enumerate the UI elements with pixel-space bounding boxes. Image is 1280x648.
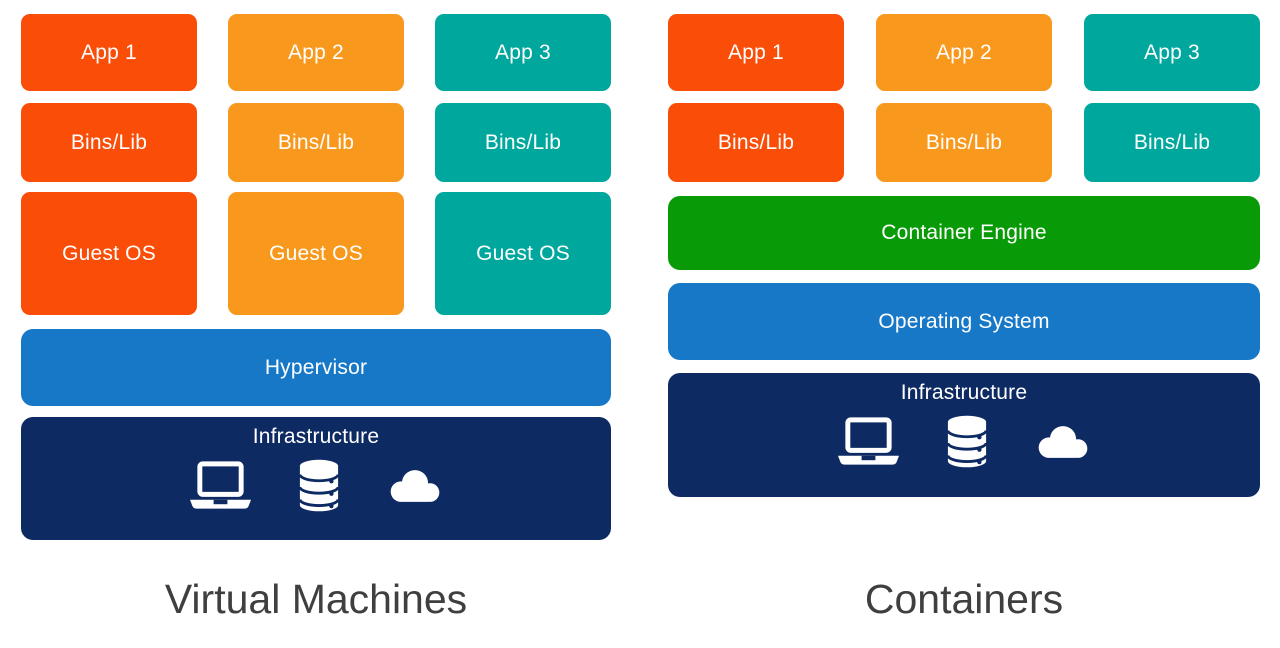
- ct-infrastructure-icons: [837, 414, 1092, 470]
- vm-bins3-label: Bins/Lib: [484, 130, 562, 154]
- vm-app-row: App 1 App 2 App 3: [21, 14, 611, 91]
- vm-infrastructure-icons: [189, 458, 444, 514]
- vm-guest2-block: Guest OS: [228, 192, 404, 315]
- ct-app3-label: App 3: [1144, 40, 1200, 64]
- vm-bins2-block: Bins/Lib: [228, 103, 404, 182]
- ct-bins2-label: Bins/Lib: [925, 130, 1003, 154]
- ct-bins1-block: Bins/Lib: [668, 103, 844, 182]
- ct-bins3-block: Bins/Lib: [1084, 103, 1260, 182]
- ct-infrastructure-bar: Infrastructure: [668, 373, 1260, 497]
- ct-bins-row: Bins/Lib Bins/Lib Bins/Lib: [668, 103, 1260, 182]
- ct-app-row: App 1 App 2 App 3: [668, 14, 1260, 91]
- vm-app3-label: App 3: [495, 40, 551, 64]
- vm-infrastructure-label: Infrastructure: [252, 425, 380, 448]
- operating-system-bar: Operating System: [668, 283, 1260, 360]
- vm-app1-block: App 1: [21, 14, 197, 91]
- cloud-icon: [1038, 426, 1087, 458]
- vm-app2-label: App 2: [288, 40, 344, 64]
- vm-guest-os-row: Guest OS Guest OS Guest OS: [21, 192, 611, 315]
- hypervisor-bar: Hypervisor: [21, 329, 611, 406]
- ct-bins3-label: Bins/Lib: [1133, 130, 1211, 154]
- ct-app3-block: App 3: [1084, 14, 1260, 91]
- vm-app3-block: App 3: [435, 14, 611, 91]
- container-engine-bar: Container Engine: [668, 196, 1260, 270]
- vm-guest3-label: Guest OS: [476, 241, 570, 265]
- vm-guest3-block: Guest OS: [435, 192, 611, 315]
- vm-guest1-label: Guest OS: [62, 241, 156, 265]
- database-icon: [297, 459, 340, 512]
- ct-bins2-block: Bins/Lib: [876, 103, 1052, 182]
- virtual-machines-panel: App 1 App 2 App 3 Bins/Lib Bins/Lib Bins…: [21, 14, 611, 540]
- ct-infrastructure-label: Infrastructure: [900, 381, 1028, 404]
- ct-app1-block: App 1: [668, 14, 844, 91]
- vm-bins1-block: Bins/Lib: [21, 103, 197, 182]
- laptop-icon: [837, 417, 899, 465]
- cloud-icon: [390, 470, 439, 502]
- vm-guest1-block: Guest OS: [21, 192, 197, 315]
- hypervisor-label: Hypervisor: [264, 355, 368, 379]
- vm-app2-block: App 2: [228, 14, 404, 91]
- containers-panel: App 1 App 2 App 3 Bins/Lib Bins/Lib Bins…: [668, 14, 1260, 497]
- vm-bins2-label: Bins/Lib: [277, 130, 355, 154]
- vm-bins-row: Bins/Lib Bins/Lib Bins/Lib: [21, 103, 611, 182]
- vm-bins3-block: Bins/Lib: [435, 103, 611, 182]
- containers-title: Containers: [864, 576, 1064, 622]
- operating-system-label: Operating System: [878, 309, 1050, 333]
- database-icon: [945, 415, 988, 468]
- ct-app2-label: App 2: [936, 40, 992, 64]
- virtual-machines-title: Virtual Machines: [164, 576, 468, 622]
- ct-app2-block: App 2: [876, 14, 1052, 91]
- ct-app1-label: App 1: [728, 40, 784, 64]
- vm-guest2-label: Guest OS: [269, 241, 363, 265]
- ct-bins1-label: Bins/Lib: [717, 130, 795, 154]
- laptop-icon: [189, 461, 251, 509]
- container-engine-label: Container Engine: [881, 221, 1047, 244]
- vm-infrastructure-bar: Infrastructure: [21, 417, 611, 540]
- vm-app1-label: App 1: [81, 40, 137, 64]
- vm-bins1-label: Bins/Lib: [70, 130, 148, 154]
